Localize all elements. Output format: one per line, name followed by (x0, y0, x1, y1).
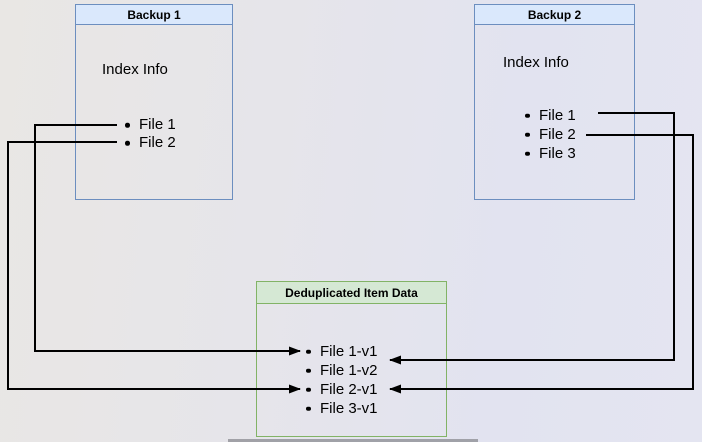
backup2-file-item: File 1 (525, 106, 576, 125)
backup2-title: Backup 2 (527, 7, 582, 22)
backup2-header: Backup 2 (475, 5, 634, 25)
backup1-header: Backup 1 (76, 5, 232, 25)
dedup-header: Deduplicated Item Data (257, 282, 446, 304)
backup1-box: Backup 1 (75, 4, 233, 200)
backup2-index-info-label: Index Info (503, 54, 569, 71)
backup1-title: Backup 1 (127, 7, 181, 22)
backup2-file-item: File 3 (525, 144, 576, 163)
backup2-file-item: File 2 (525, 125, 576, 144)
backup1-file-item: File 2 (125, 134, 176, 152)
dedup-item: File 1-v1 (306, 342, 378, 361)
backup1-index-info-label: Index Info (102, 61, 168, 78)
dedup-title: Deduplicated Item Data (285, 285, 418, 300)
backup1-file-list: File 1 File 2 (125, 116, 176, 152)
dedup-item: File 2-v1 (306, 380, 378, 399)
canvas-bottom-edge (228, 439, 478, 442)
backup2-file-list: File 1 File 2 File 3 (525, 106, 576, 163)
dedup-item: File 1-v2 (306, 361, 378, 380)
dedup-item: File 3-v1 (306, 399, 378, 418)
backup2-box: Backup 2 (474, 4, 635, 200)
backup1-file-item: File 1 (125, 116, 176, 134)
dedup-item-list: File 1-v1 File 1-v2 File 2-v1 File 3-v1 (306, 342, 378, 418)
